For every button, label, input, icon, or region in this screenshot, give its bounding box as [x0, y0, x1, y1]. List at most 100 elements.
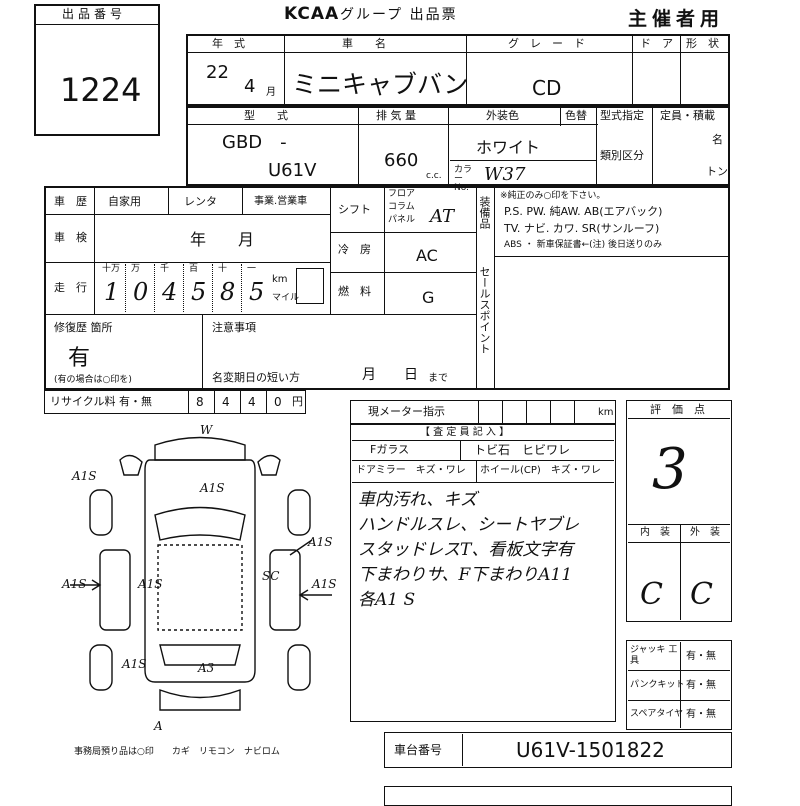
evaluation-score: 3	[652, 437, 688, 502]
shift-option-column: コラム	[388, 202, 415, 212]
displacement-value: 660	[384, 150, 419, 171]
chassis-label: 車台番号	[394, 743, 443, 757]
month-value: 4	[244, 76, 256, 97]
recycle-digit: 4	[222, 395, 230, 409]
meter-label: 現メーター指示	[368, 405, 445, 418]
inspection-label: 車 検	[54, 231, 87, 244]
shift-value: AT	[430, 206, 455, 227]
name-change-suffix: まで	[428, 373, 448, 384]
model-label: 型 式	[244, 109, 288, 122]
mileage-cell-sep	[183, 264, 184, 312]
history-label-sep	[94, 188, 95, 314]
recycle-cell-sep	[188, 391, 189, 413]
mileage-digit: 1	[104, 278, 120, 306]
puncture-label: パンクキット	[630, 680, 685, 690]
tools-sep	[680, 642, 681, 728]
mileage-unit-label: 百	[189, 264, 199, 274]
row2-box	[186, 106, 730, 186]
shift-label: シフト	[338, 203, 371, 216]
name-change-label: 名変期日の短い方	[212, 371, 300, 384]
equip-bottom-line	[494, 256, 728, 257]
rental-sep-1	[168, 188, 169, 214]
recycle-digit: 0	[274, 395, 282, 409]
wheel-label: ホイール(CP) キズ・ワレ	[480, 465, 601, 476]
model-value-2: U61V	[268, 160, 317, 181]
recycle-digit: 4	[248, 395, 256, 409]
notes-label: 注意事項	[212, 321, 256, 334]
glass-label: Fガラス	[370, 443, 410, 456]
lot-divider	[36, 24, 158, 25]
mileage-unit-label: 十	[218, 264, 228, 274]
mirror-label: ドアミラー キズ・ワレ	[356, 465, 466, 476]
repair-value: 有	[68, 346, 91, 371]
mileage-unit-label: 十万	[102, 264, 121, 274]
tools-box	[626, 640, 732, 730]
damage-mark: A1S	[307, 535, 333, 549]
equipment-note: ※純正のみ○印を下さい。	[500, 191, 606, 201]
bottom-partial-box	[384, 786, 732, 806]
inspector-line-1	[352, 440, 614, 441]
meter-cell-sep	[574, 401, 575, 423]
history-line-1	[46, 214, 330, 215]
sheet-title: グループ 出品票	[340, 7, 458, 23]
row2-sep-5	[652, 108, 653, 186]
chassis-box	[384, 732, 732, 768]
damage-mark: A1S	[311, 577, 337, 591]
lot-number: 1224	[60, 71, 142, 109]
meter-km-label: km	[598, 407, 614, 418]
inspector-sep-2	[476, 460, 477, 482]
damage-mark: A	[153, 719, 163, 733]
year-label: 年 式	[212, 37, 245, 50]
jack-value: 有・無	[686, 651, 716, 662]
damage-mark: A1S	[199, 481, 225, 495]
damage-mark: W	[200, 423, 214, 437]
comment-line: 車内汚れ、キズ	[358, 490, 478, 510]
damage-mark: A1S	[61, 577, 87, 591]
door-label: ド ア	[640, 37, 673, 50]
comment-line: スタッドレスT、看板文字有	[358, 540, 574, 560]
history-line-2	[46, 262, 330, 263]
equip-label-sep	[494, 188, 495, 388]
ac-value: AC	[416, 246, 438, 265]
recycle-cell-sep	[266, 391, 267, 413]
recycle-unit: 円	[292, 395, 303, 408]
shift-line-1	[330, 232, 476, 233]
color-no-value: W37	[484, 164, 526, 185]
ac-label: 冷 房	[338, 243, 371, 256]
mileage-unit-label: 一	[247, 264, 257, 274]
mileage-cell-sep	[212, 264, 213, 312]
exterior-value: C	[690, 577, 713, 612]
meter-box	[350, 400, 616, 424]
mileage-digit: 0	[133, 278, 149, 306]
color-no-label: カラー No.	[454, 165, 473, 193]
comment-line: 各A1 S	[358, 590, 416, 610]
history-label: 車 歴	[54, 195, 87, 208]
name-label: 車 名	[342, 37, 386, 50]
office-note: 事務局預り品は○印 カギ リモコン ナビロム	[74, 747, 280, 757]
meter-cell-sep	[478, 401, 479, 423]
color-change-label: 色替	[565, 109, 587, 122]
evaluation-label: 評 価 点	[650, 403, 705, 416]
damage-mark: A1S	[121, 657, 147, 671]
mileage-digit: 8	[220, 278, 236, 306]
shape-label: 形 状	[686, 37, 719, 50]
capacity-unit-2: トン	[706, 165, 728, 178]
grade-label: グ レ ー ド	[508, 37, 585, 50]
displacement-label: 排 気 量	[376, 109, 416, 122]
recycle-digit: 8	[196, 395, 204, 409]
capacity-unit-1: 名	[712, 133, 723, 146]
recycle-box	[44, 390, 306, 414]
mileage-cell-sep	[241, 264, 242, 312]
history-option-business: 事業.営業車	[254, 196, 308, 207]
km-box	[296, 268, 324, 304]
chassis-value: U61V-1501822	[516, 738, 665, 762]
mileage-digit: 5	[249, 278, 265, 306]
row2-sep-4	[596, 108, 597, 186]
main-info-box	[44, 186, 730, 390]
repair-right-sep	[202, 314, 203, 388]
color-label: 外装色	[486, 109, 519, 122]
type-spec-label: 型式指定	[600, 109, 644, 122]
mileage-cell-sep	[154, 264, 155, 312]
fuel-label: 燃 料	[338, 285, 371, 298]
inspector-line-3	[352, 482, 614, 483]
